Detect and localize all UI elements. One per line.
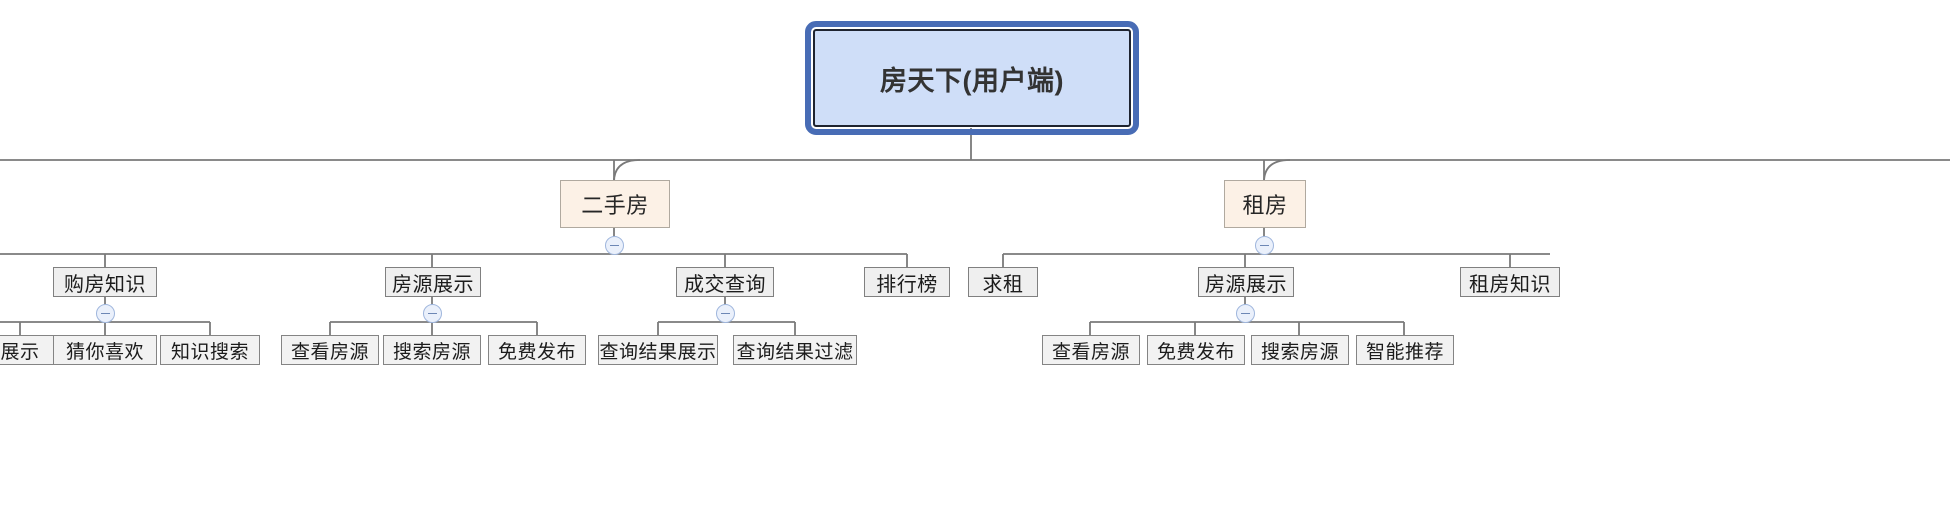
- collapse-toggle-goufangzhishi[interactable]: [96, 304, 115, 323]
- minus-icon: [1241, 312, 1250, 315]
- collapse-toggle-ershoufang[interactable]: [605, 236, 624, 255]
- leaf-chaxunjieguozhanshi[interactable]: 查询结果展示: [598, 335, 718, 365]
- leaf-chaxunjieguoguolv[interactable]: 查询结果过滤: [733, 335, 857, 365]
- minus-icon: [721, 312, 730, 315]
- leaf-zhishisousuo[interactable]: 知识搜索: [160, 335, 260, 365]
- leaf-zhinengtuijian[interactable]: 智能推荐: [1356, 335, 1454, 365]
- collapse-toggle-fangyuanzhanshi-ershoufang[interactable]: [423, 304, 442, 323]
- node-qiuzu[interactable]: 求租: [968, 267, 1038, 297]
- node-paihangbang[interactable]: 排行榜: [864, 267, 950, 297]
- leaf-chakanfangyuan-zufang[interactable]: 查看房源: [1042, 335, 1140, 365]
- leaf-mianfeifabu-zufang[interactable]: 免费发布: [1147, 335, 1245, 365]
- node-zufang[interactable]: 租房: [1224, 180, 1306, 228]
- minus-icon: [428, 312, 437, 315]
- leaf-cainixihuan[interactable]: 猜你喜欢: [53, 335, 157, 365]
- leaf-sousuofangyuan-zufang[interactable]: 搜索房源: [1251, 335, 1349, 365]
- node-zufangzhishi[interactable]: 租房知识: [1460, 267, 1560, 297]
- leaf-chakanfangyuan-ershoufang[interactable]: 查看房源: [281, 335, 379, 365]
- leaf-zhanshi[interactable]: 展示: [0, 335, 58, 365]
- collapse-toggle-zufang[interactable]: [1255, 236, 1274, 255]
- collapse-toggle-chengjiaochaxun[interactable]: [716, 304, 735, 323]
- minus-icon: [610, 244, 619, 247]
- node-ershoufang[interactable]: 二手房: [560, 180, 670, 228]
- node-chengjiaochaxun[interactable]: 成交查询: [676, 267, 774, 297]
- minus-icon: [1260, 244, 1269, 247]
- collapse-toggle-fangyuanzhanshi-zufang[interactable]: [1236, 304, 1255, 323]
- leaf-sousuofangyuan-ershoufang[interactable]: 搜索房源: [383, 335, 481, 365]
- node-fangyuanzhanshi-ershoufang[interactable]: 房源展示: [385, 267, 481, 297]
- node-fangyuanzhanshi-zufang[interactable]: 房源展示: [1198, 267, 1294, 297]
- node-goufangzhishi[interactable]: 购房知识: [53, 267, 157, 297]
- root-node-fangtianxia[interactable]: 房天下(用户端): [805, 21, 1139, 135]
- leaf-mianfeifabu-ershoufang[interactable]: 免费发布: [488, 335, 586, 365]
- minus-icon: [101, 312, 110, 315]
